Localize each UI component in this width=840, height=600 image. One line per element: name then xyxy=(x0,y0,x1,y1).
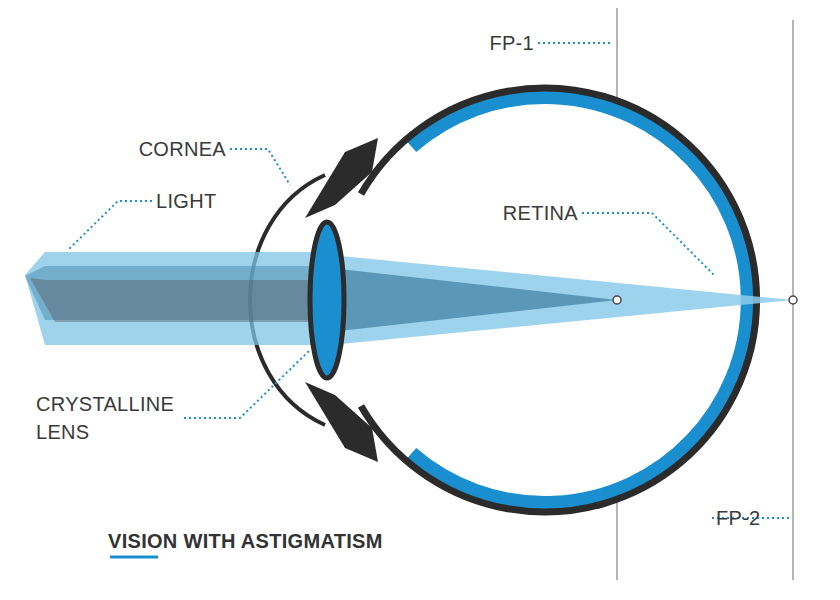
part-label: FP-2 xyxy=(716,504,761,532)
title-underline xyxy=(110,556,158,559)
part-label: CORNEA xyxy=(139,135,226,163)
part-label: FP-1 xyxy=(489,29,534,57)
light-cone xyxy=(330,255,793,345)
leader-line xyxy=(68,201,152,250)
iris xyxy=(305,138,378,218)
leader-line xyxy=(582,213,714,275)
focal-point xyxy=(613,296,621,304)
iris xyxy=(305,382,378,462)
focal-point xyxy=(789,296,797,304)
part-label: CRYSTALLINE LENS xyxy=(36,390,184,446)
light-cone xyxy=(330,268,617,332)
part-label: RETINA xyxy=(503,199,578,227)
leader-line xyxy=(538,42,612,44)
diagram-title: VISION WITH ASTIGMATISM xyxy=(108,527,383,555)
light-beam xyxy=(25,252,318,345)
part-label: LIGHT xyxy=(156,187,216,215)
leader-line xyxy=(230,149,290,185)
leader-line xyxy=(184,350,310,418)
light-beam xyxy=(30,278,318,322)
crystalline-lens xyxy=(310,222,344,378)
